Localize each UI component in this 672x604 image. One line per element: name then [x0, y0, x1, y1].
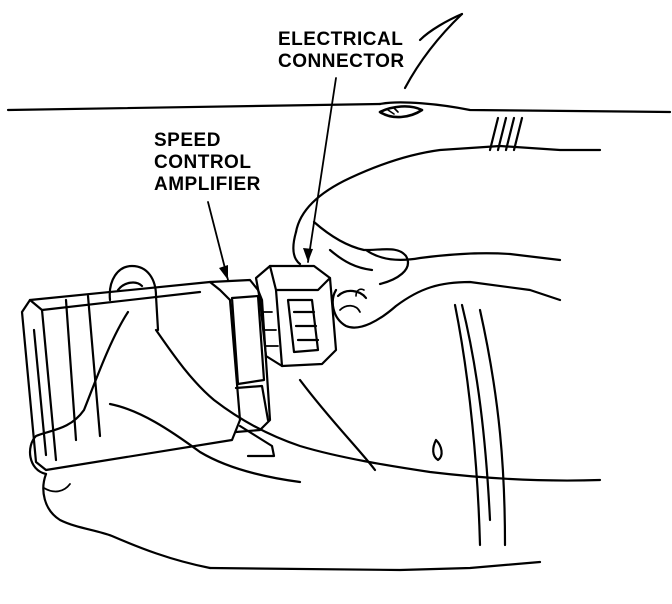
label-line: AMPLIFIER: [154, 174, 261, 195]
label-line: ELECTRICAL: [278, 29, 404, 50]
speed-control-amplifier: [20, 278, 276, 472]
connector-leader-line: [307, 77, 337, 263]
speed-control-amplifier-label: SPEED CONTROL AMPLIFIER: [154, 130, 261, 196]
left-hand: [28, 264, 602, 572]
electrical-connector-label: ELECTRICAL CONNECTOR: [278, 29, 405, 73]
label-line: CONTROL: [154, 152, 252, 173]
label-line: SPEED: [154, 130, 221, 151]
electrical-connector: [254, 264, 338, 368]
leader-lines: [207, 77, 337, 281]
right-hand: [292, 144, 602, 329]
label-line: CONNECTOR: [278, 51, 405, 72]
body-panel: [6, 12, 672, 547]
